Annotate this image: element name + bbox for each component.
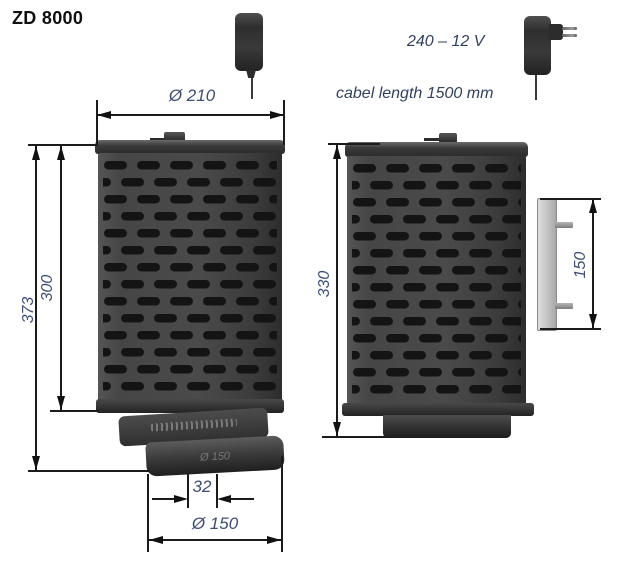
wall-plug-cable [535,75,537,100]
filter-body [98,153,282,403]
dim-150-top-tick [540,198,601,200]
voltage-label: 240 – 12 V [407,33,485,50]
dim-150-label: 150 [572,251,589,279]
dim-373-line [35,146,37,470]
power-adapter-neck [246,70,256,78]
dim-width-label: Ø 210 [168,86,216,105]
base-block-side [383,415,511,438]
dim-150-bottom-tick [540,328,601,330]
dim-150-line [592,200,594,328]
mounting-bracket [537,198,557,331]
dim-base-label: Ø 150 [191,514,239,533]
bracket-peg-bottom [555,303,573,309]
brand-logo [150,418,238,432]
dim-330-top-tick [328,143,380,145]
slot-grid [103,158,277,398]
wall-plug-pin-bottom [562,34,577,37]
dim-330-bottom-tick [322,436,390,438]
power-adapter-body [235,13,263,71]
dim-outlet-ext-right [216,474,218,508]
dim-373-tick [28,470,150,472]
dim-373-label: 373 [20,296,37,324]
dim-373-arrow-top [32,146,40,160]
dim-outlet-arrow-right [217,495,231,503]
dim-300-arrow-bottom [57,396,65,410]
dim-base-ext-right [281,456,283,552]
dim-150-arrow-bottom [589,314,597,328]
base-marking: Ø 150 [199,450,231,464]
filter-body-side [347,156,526,405]
dim-300-label: 300 [39,274,56,302]
page-title: ZD 8000 [12,8,84,28]
dim-outlet-tail-right [228,498,254,500]
dim-outlet-ext-left [187,474,189,508]
handle-knob [164,132,185,142]
filter-lid-side [345,142,528,157]
base-disc: Ø 150 [145,435,285,477]
wall-plug-pin-top [562,27,577,30]
dim-top-tick [28,144,98,146]
dim-width-ext-right [283,100,285,145]
dim-base-arrow-left [149,536,163,544]
dim-base-line [149,539,281,541]
filter-lid [95,140,285,154]
dim-outlet-tail-left [152,498,178,500]
dim-width-ext-left [96,100,98,145]
dim-outlet-label: 32 [192,477,212,496]
power-adapter-cable [251,78,253,99]
dim-330-arrow-top [333,145,341,159]
dim-outlet-arrow-left [174,495,188,503]
dim-373-arrow-bottom [32,456,40,470]
dim-base-ext-left [147,474,149,552]
cable-length-label: cabel length 1500 mm [336,85,494,102]
wall-plug-block [549,24,563,40]
dim-300-line [60,146,62,410]
dim-width-line [97,114,284,116]
dim-width-arrow-left [97,111,111,119]
handle-knob-side [439,133,457,143]
filter-rim-side [342,403,534,416]
dim-330-label: 330 [316,270,333,298]
handle-rod-side [424,138,440,141]
dim-width-arrow-right [270,111,284,119]
dim-330-line [336,145,338,436]
dim-base-arrow-right [267,536,281,544]
bracket-peg-top [555,222,573,228]
dim-150-arrow-top [589,199,597,213]
dim-300-arrow-top [57,146,65,160]
handle-rod [150,138,166,141]
slot-grid-side [352,161,521,400]
dim-300-tick [50,410,99,412]
wall-plug-body [524,16,551,75]
dim-330-arrow-bottom [333,422,341,436]
